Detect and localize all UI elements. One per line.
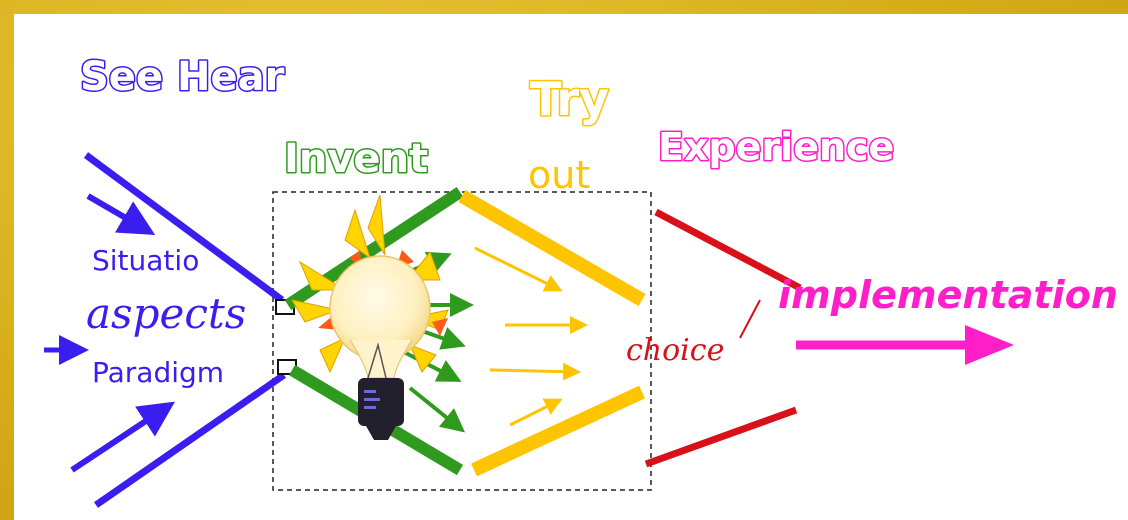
situation-label: Situatio <box>92 244 199 277</box>
red-bottom-line <box>644 406 798 468</box>
choice-label: choice <box>626 333 724 368</box>
paradigm-label: Paradigm <box>92 356 224 389</box>
yellow-bottom-line <box>471 385 645 477</box>
experience-lines <box>644 208 802 468</box>
out-label: out <box>528 153 590 197</box>
top-blue-line <box>83 152 285 303</box>
implementation-label: implementation <box>778 273 1118 317</box>
top-blue-arrow <box>86 193 156 236</box>
see-hear-label: See Hear <box>80 54 285 100</box>
input-arrows <box>44 152 297 508</box>
experience-label: Experience <box>658 125 894 169</box>
lightbulb-icon <box>290 194 449 440</box>
focus-box <box>272 191 652 491</box>
try-out-lines <box>458 189 646 477</box>
aspects-label: aspects <box>86 289 246 338</box>
bottom-blue-line <box>94 372 286 508</box>
red-top-line <box>654 208 802 292</box>
bottom-blue-arrow <box>70 401 176 473</box>
implementation-arrow <box>796 325 1014 365</box>
invent-label: Invent <box>284 136 428 182</box>
yellow-top-line <box>458 189 646 307</box>
try-label: Try <box>530 72 609 126</box>
